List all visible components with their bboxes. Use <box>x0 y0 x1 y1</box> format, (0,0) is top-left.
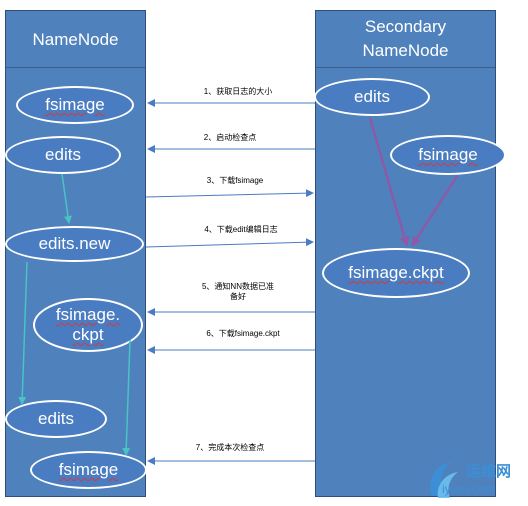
watermark-name: 运维网 <box>466 463 512 480</box>
secondary-namenode-title: Secondary NameNode <box>316 11 495 68</box>
arrow-step-3 <box>145 189 314 198</box>
step-6-label: 6、下载fsimage.ckpt <box>206 329 280 338</box>
secondary-fsimage-ckpt-node: fsimage.ckpt <box>322 248 470 298</box>
step-5-label: 5、通知NN数据已准 备好 <box>188 282 288 302</box>
namenode-edits-new-node: edits.new <box>5 226 144 262</box>
arrow-fsimage-to-ckpt <box>410 175 459 247</box>
step-4-label: 4、下载edit编辑日志 <box>204 225 278 234</box>
namenode-fsimage-bottom-label: fsimage <box>58 460 119 479</box>
namenode-edits-bottom-label: edits <box>38 409 74 428</box>
step-1-label: 1、获取日志的大小 <box>203 87 273 96</box>
step-5-label-line1: 5、通知NN数据已准 <box>201 282 274 291</box>
secondary-title-line2: NameNode <box>362 41 449 60</box>
namenode-fsimage-ckpt-line1: fsimage. <box>55 305 121 324</box>
secondary-title-line1: Secondary <box>364 17 447 36</box>
namenode-title-text: NameNode <box>32 30 119 49</box>
namenode-fsimage-node: fsimage <box>16 86 134 124</box>
secondary-fsimage-node: fsimage <box>390 135 506 175</box>
step-7-label: 7、完成本次检查点 <box>195 443 265 452</box>
namenode-edits-node: edits <box>5 136 121 174</box>
arrow-step-4 <box>145 238 314 248</box>
step-5-label-line2: 备好 <box>230 292 246 301</box>
secondary-edits-node: edits <box>314 78 430 116</box>
watermark-logo-icon <box>430 462 458 498</box>
watermark: 运维网 iyunv.com <box>424 456 524 502</box>
arrow-edits-to-ckpt <box>368 117 410 247</box>
namenode-edits-new-label: edits.new <box>38 234 111 253</box>
arrow-edits-new-to-edits <box>18 261 28 405</box>
arrow-edits-to-edits-new <box>61 173 72 224</box>
step-3-label: 3、下载fsimage <box>206 176 264 185</box>
namenode-fsimage-bottom-node: fsimage <box>30 451 147 489</box>
arrow-ckpt-to-fsimage <box>122 339 131 456</box>
namenode-edits-bottom-node: edits <box>5 400 107 438</box>
secondary-fsimage-label: fsimage <box>418 145 478 164</box>
watermark-url: iyunv.com <box>442 482 496 496</box>
namenode-fsimage-ckpt-line2: ckpt <box>72 325 104 344</box>
namenode-edits-label: edits <box>45 145 81 164</box>
namenode-fsimage-ckpt-node: fsimage. ckpt <box>33 298 143 352</box>
secondary-fsimage-ckpt-label: fsimage.ckpt <box>348 263 444 282</box>
secondary-edits-label: edits <box>354 87 390 106</box>
step-2-label: 2、启动检查点 <box>203 133 257 142</box>
namenode-fsimage-label: fsimage <box>45 95 105 114</box>
namenode-title: NameNode <box>6 11 145 68</box>
